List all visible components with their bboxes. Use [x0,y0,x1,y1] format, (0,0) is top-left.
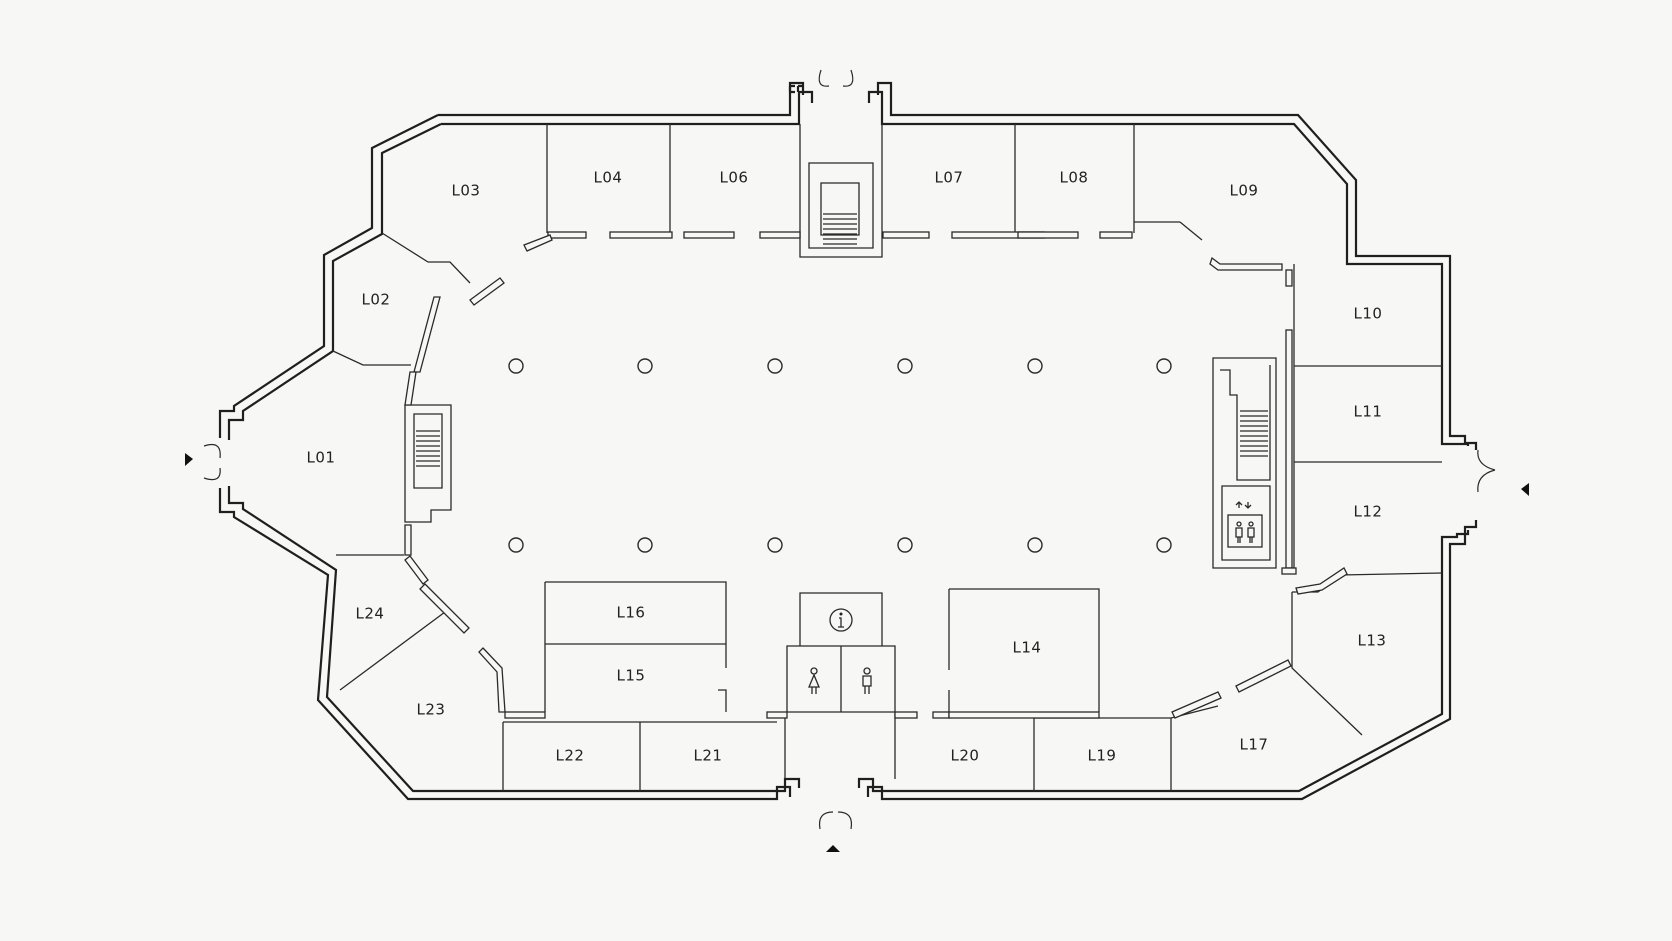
unit-labels: L01 L02 L03 L04 L06 L07 L08 L09 L10 L11 … [307,169,1387,765]
entrance-doors [203,69,1496,830]
unit-L22[interactable]: L22 [556,747,585,765]
stairs-icon [416,213,1268,467]
entrance-arrow-east [1521,483,1529,496]
unit-L12[interactable]: L12 [1354,503,1383,521]
storefront-segments [404,231,1348,719]
info-icon[interactable] [829,608,853,632]
unit-L15[interactable]: L15 [617,667,646,685]
unit-L13[interactable]: L13 [1358,632,1387,650]
unit-L04[interactable]: L04 [594,169,623,187]
unit-L10[interactable]: L10 [1354,305,1383,323]
unit-L17[interactable]: L17 [1240,736,1269,754]
columns [508,358,1172,553]
elevator-icon [1227,501,1263,548]
unit-L20[interactable]: L20 [951,747,980,765]
unit-L08[interactable]: L08 [1060,169,1089,187]
entrance-arrow-south [826,845,840,852]
unit-L03[interactable]: L03 [452,182,481,200]
unit-L07[interactable]: L07 [935,169,964,187]
unit-L02[interactable]: L02 [362,291,391,309]
unit-L14[interactable]: L14 [1013,639,1042,657]
unit-L16[interactable]: L16 [617,604,646,622]
unit-L09[interactable]: L09 [1230,182,1259,200]
female-restroom-icon[interactable] [808,667,820,694]
unit-L21[interactable]: L21 [694,747,723,765]
unit-L06[interactable]: L06 [720,169,749,187]
unit-L19[interactable]: L19 [1088,747,1117,765]
unit-L01[interactable]: L01 [307,449,336,467]
unit-L23[interactable]: L23 [417,701,446,719]
unit-L24[interactable]: L24 [356,605,385,623]
male-restroom-icon[interactable] [862,667,872,694]
unit-L11[interactable]: L11 [1354,403,1383,421]
entrance-arrow-west [185,453,193,466]
entrance-arrow-icon [185,453,1529,852]
